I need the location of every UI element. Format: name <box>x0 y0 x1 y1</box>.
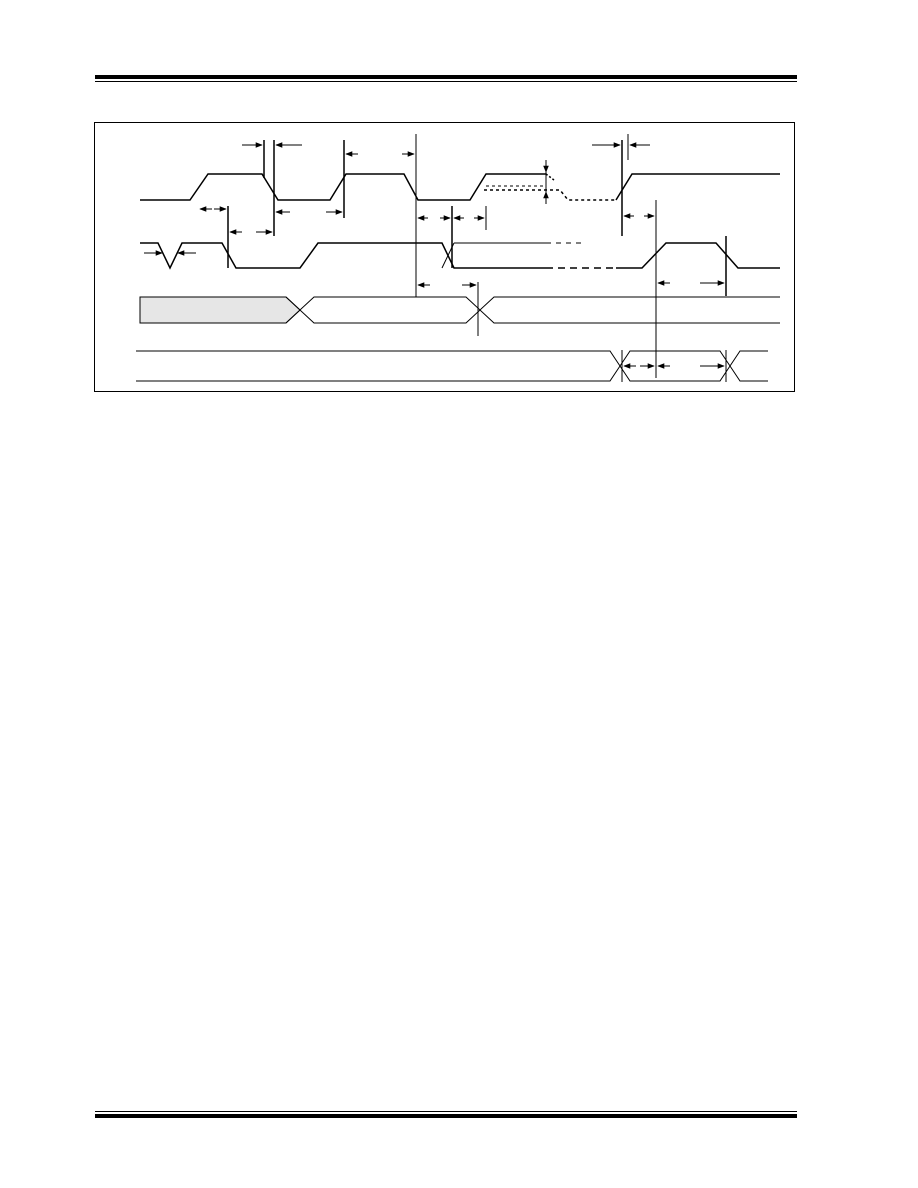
timing-diagram-frame <box>94 122 795 392</box>
header-rule-thick <box>95 75 797 79</box>
footer-rule-thick <box>95 1114 797 1118</box>
clock-signal-waveform <box>140 173 780 201</box>
data-bus-waveform <box>139 296 780 324</box>
footer-rule-thin <box>95 1111 797 1112</box>
strobe-signal-waveform <box>140 242 780 270</box>
output-bus-waveform <box>136 350 768 382</box>
timing-reference-lines <box>227 134 727 382</box>
header-rule-thin <box>95 81 797 82</box>
timing-arrows <box>144 142 725 369</box>
